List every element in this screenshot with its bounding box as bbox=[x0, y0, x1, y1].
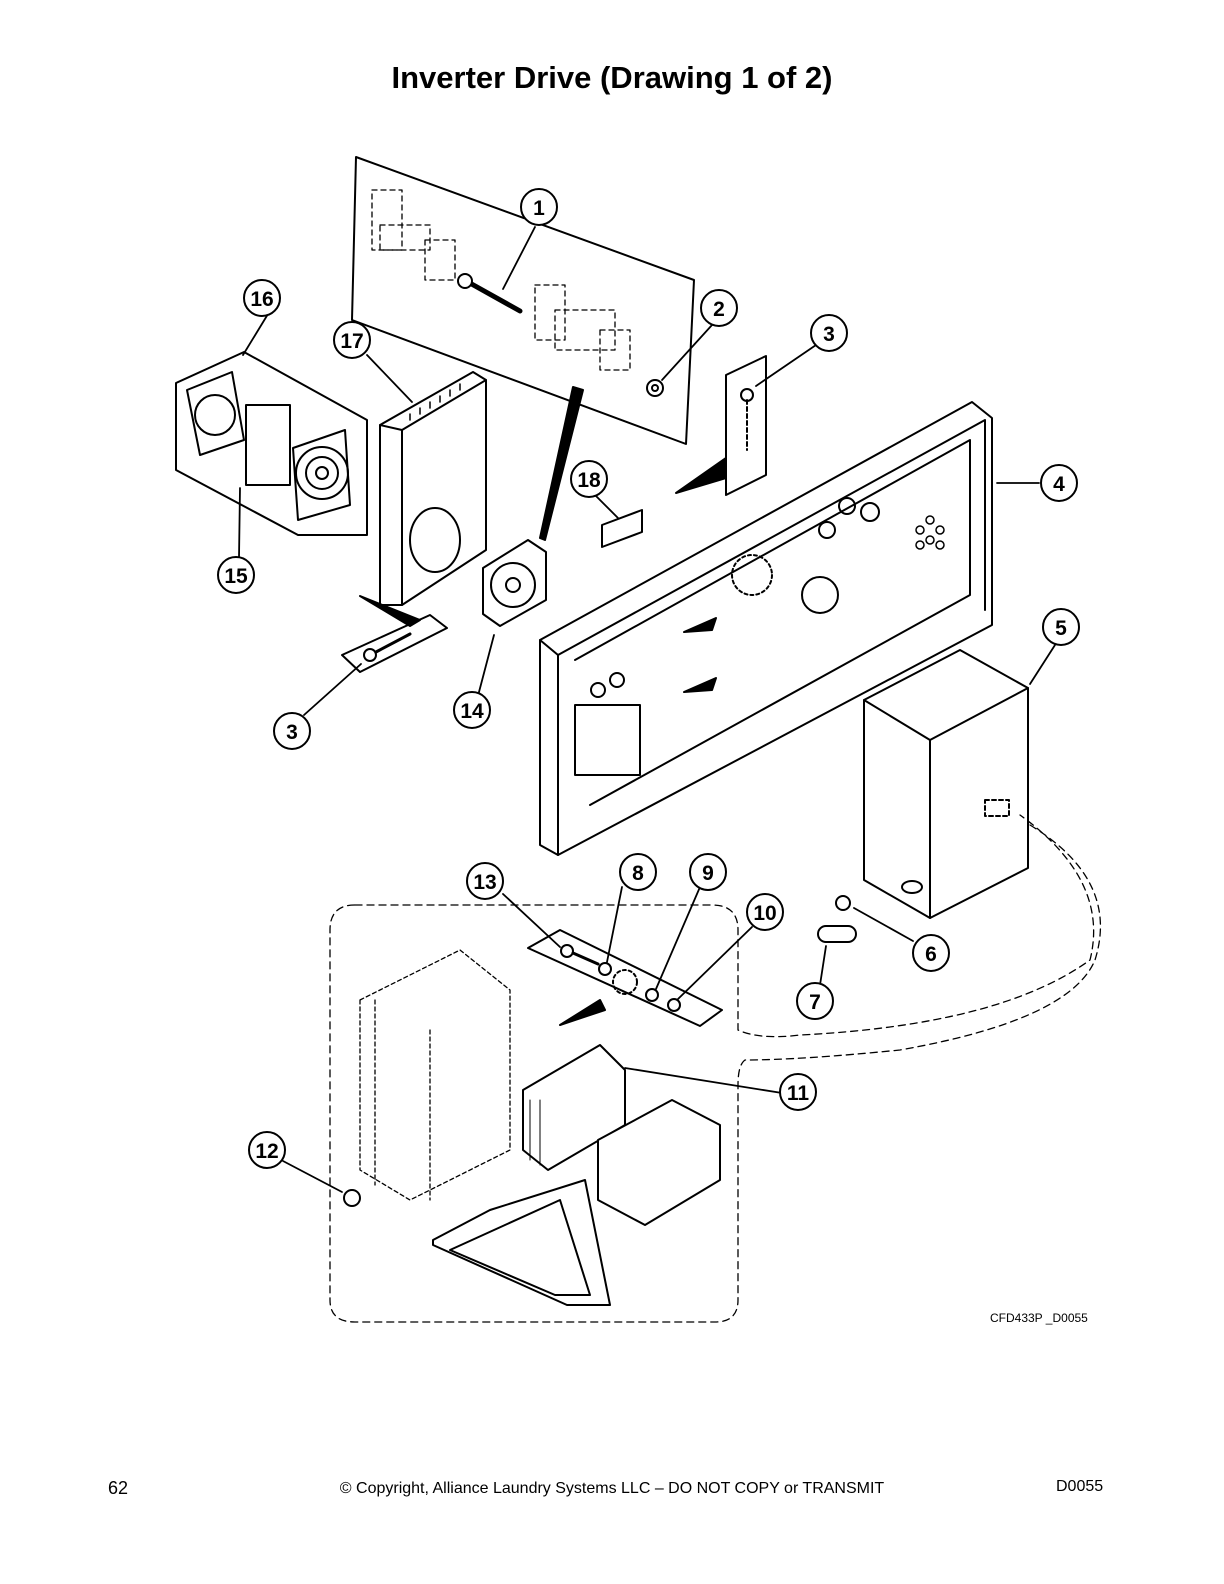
callout-3-left: 3 bbox=[273, 712, 311, 750]
svg-text:2: 2 bbox=[713, 298, 725, 321]
svg-text:6: 6 bbox=[925, 943, 937, 966]
document-code: D0055 bbox=[1056, 1478, 1104, 1495]
callout-3-right: 3 bbox=[810, 314, 848, 352]
callout-4: 4 bbox=[1040, 464, 1078, 502]
svg-text:17: 17 bbox=[340, 330, 363, 353]
svg-text:12: 12 bbox=[255, 1140, 278, 1163]
svg-text:9: 9 bbox=[702, 862, 714, 885]
svg-text:13: 13 bbox=[473, 871, 496, 894]
callout-16: 16 bbox=[243, 279, 281, 317]
callout-11: 11 bbox=[779, 1073, 817, 1111]
svg-text:15: 15 bbox=[224, 565, 248, 588]
svg-text:8: 8 bbox=[632, 862, 644, 885]
callout-10: 10 bbox=[746, 893, 784, 931]
screw-detail-panel bbox=[351, 156, 695, 541]
fan-mounting-panel bbox=[379, 371, 487, 606]
svg-text:4: 4 bbox=[1053, 473, 1065, 496]
slot-grommet bbox=[817, 925, 857, 943]
drawing-code: CFD433P _D0055 bbox=[990, 1311, 1088, 1325]
svg-text:5: 5 bbox=[1055, 617, 1067, 640]
leader-lines bbox=[238, 226, 1056, 1193]
screw-detail-small bbox=[341, 595, 448, 673]
svg-text:11: 11 bbox=[787, 1082, 810, 1105]
label-plate bbox=[601, 509, 643, 548]
grommet bbox=[835, 895, 851, 911]
svg-text:7: 7 bbox=[809, 991, 821, 1014]
page-title: Inverter Drive (Drawing 1 of 2) bbox=[391, 60, 833, 95]
callout-14: 14 bbox=[453, 691, 491, 729]
svg-text:3: 3 bbox=[286, 721, 298, 744]
fan-guard-assembly bbox=[175, 351, 368, 536]
main-enclosure bbox=[539, 401, 993, 856]
callout-9: 9 bbox=[689, 853, 727, 891]
cooling-fan bbox=[482, 539, 547, 627]
callout-7: 7 bbox=[796, 982, 834, 1020]
callout-17: 17 bbox=[333, 321, 371, 359]
callout-5: 5 bbox=[1042, 608, 1080, 646]
svg-text:3: 3 bbox=[823, 323, 835, 346]
detail-boundary bbox=[329, 814, 1102, 1323]
callout-8: 8 bbox=[619, 853, 657, 891]
callout-1: 1 bbox=[520, 188, 558, 226]
svg-text:14: 14 bbox=[460, 700, 484, 723]
callout-18: 18 bbox=[570, 460, 608, 498]
page-number: 62 bbox=[108, 1478, 129, 1498]
drive-box bbox=[863, 649, 1029, 919]
svg-text:18: 18 bbox=[577, 469, 601, 492]
callout-12: 12 bbox=[248, 1131, 286, 1169]
callout-2: 2 bbox=[700, 289, 738, 327]
screw-detail-right bbox=[675, 355, 767, 496]
callouts: 1 2 3 3 4 5 6 7 8 9 10 11 12 13 14 15 16… bbox=[217, 188, 1080, 1169]
svg-text:16: 16 bbox=[250, 288, 273, 311]
svg-text:10: 10 bbox=[753, 902, 776, 925]
svg-text:1: 1 bbox=[533, 197, 545, 220]
copyright-notice: © Copyright, Alliance Laundry Systems LL… bbox=[339, 1480, 885, 1497]
inverter-assembly bbox=[343, 949, 721, 1306]
callout-13: 13 bbox=[466, 862, 504, 900]
callout-6: 6 bbox=[912, 934, 950, 972]
callout-15: 15 bbox=[217, 556, 255, 594]
